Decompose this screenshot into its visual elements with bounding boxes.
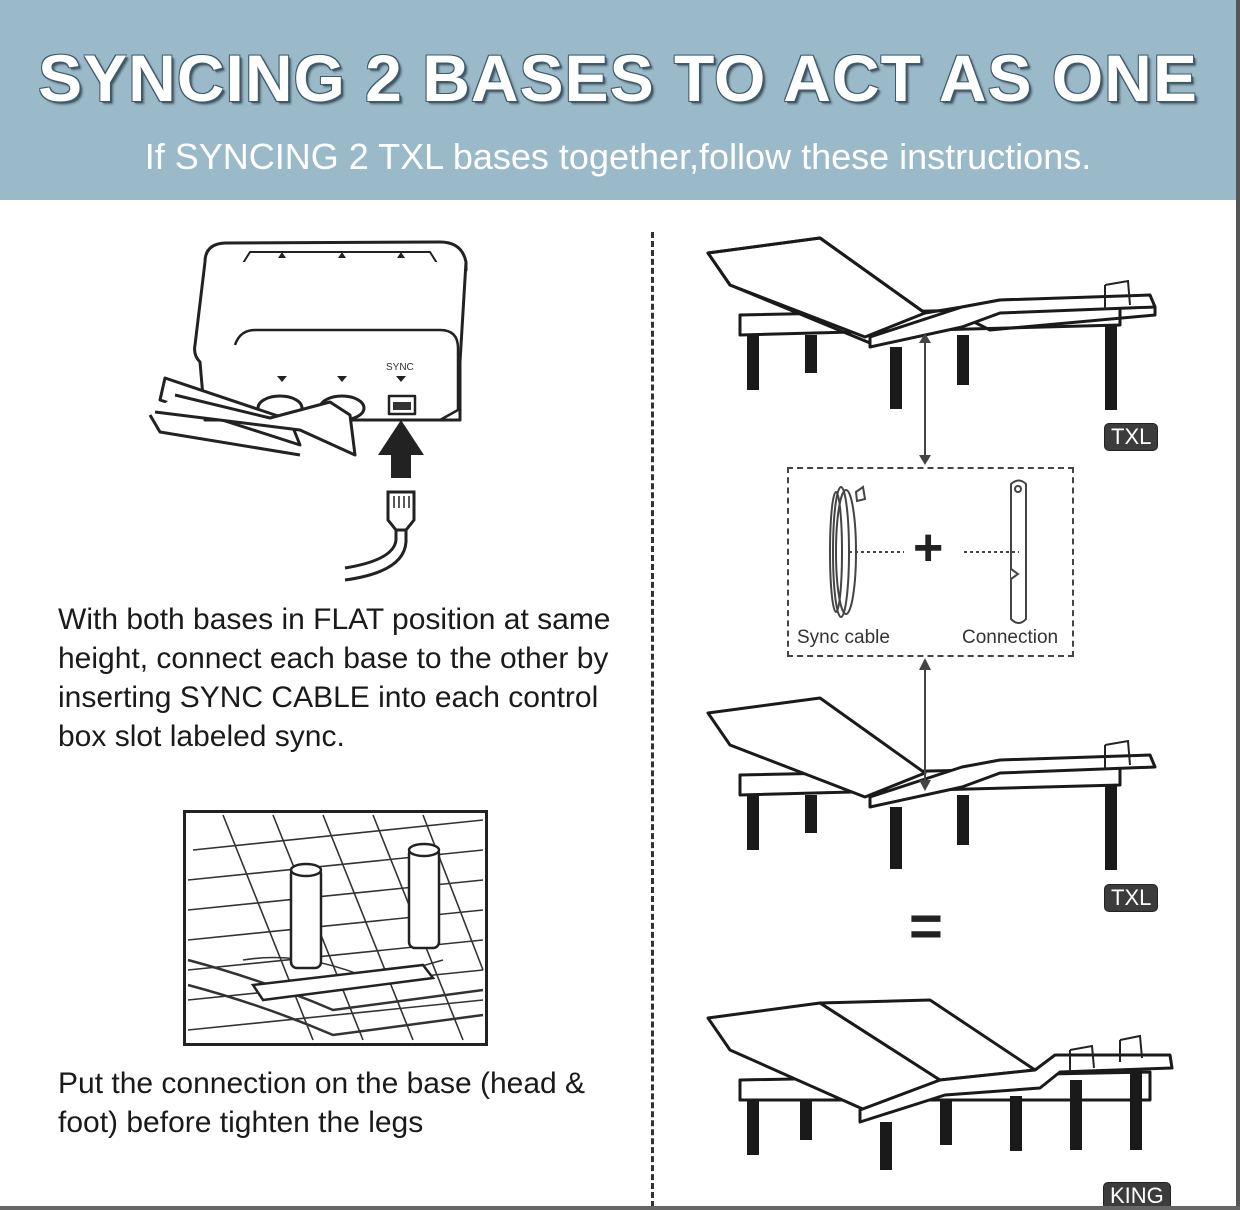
plus-sign: + — [913, 519, 944, 577]
bed-bottom-tag: KING — [1103, 1182, 1171, 1210]
bed-txl-top — [706, 236, 1157, 465]
header-banner: SYNCING 2 BASES TO ACT AS ONE If SYNCING… — [0, 0, 1236, 200]
sync-port-label: SYNC — [386, 362, 414, 373]
bed-top-tag: TXL — [1104, 423, 1159, 451]
bed-txl-middle — [706, 658, 1157, 870]
center-divider — [651, 232, 654, 1207]
bed-king-bottom — [706, 998, 1174, 1170]
page-subtitle: If SYNCING 2 TXL bases together,follow t… — [144, 136, 1092, 177]
sync-cable-label: Sync cable — [797, 627, 890, 648]
frame-closeup-illustration — [183, 810, 488, 1046]
bottom-rule — [0, 1206, 1240, 1210]
instruction-text-1: With both bases in FLAT position at same… — [58, 603, 611, 753]
sync-kit-box: Sync cable Connection — [787, 467, 1074, 657]
page-title: SYNCING 2 BASES TO ACT AS ONE — [38, 41, 1198, 115]
control-box-illustration — [148, 240, 468, 582]
connection-label: Connection — [962, 627, 1059, 648]
right-edge-rule — [1236, 0, 1240, 1210]
equals-sign: = — [909, 894, 943, 959]
bed-middle-tag: TXL — [1104, 884, 1159, 912]
instruction-text-2: Put the connection on the base (head & f… — [58, 1067, 586, 1139]
